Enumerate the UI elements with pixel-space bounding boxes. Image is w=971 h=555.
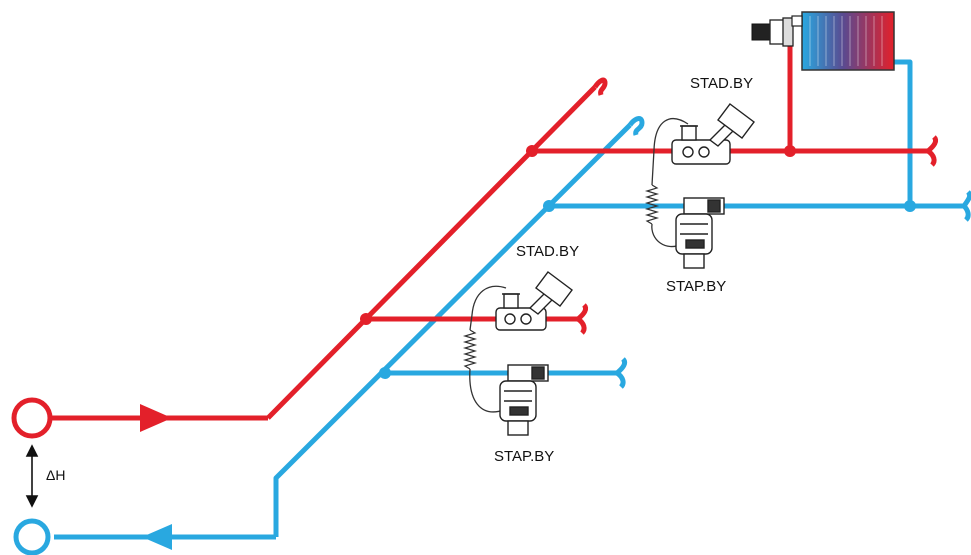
- supply-pipes: [52, 19, 939, 421]
- supply-junction-radiator: [784, 145, 796, 157]
- stad-valve-lower-icon: [495, 271, 573, 331]
- stad-label-upper: STAD.BY: [690, 75, 754, 92]
- supply-flow-arrow-icon: [140, 404, 172, 432]
- stap-label-lower: STAP.BY: [494, 448, 555, 465]
- supply-junction-lower: [360, 313, 372, 325]
- return-junction-lower: [379, 367, 391, 379]
- supply-riser-end: [592, 77, 608, 96]
- delta-h-label: ΔH: [46, 467, 66, 483]
- delta-h-arrow-icon: [25, 444, 39, 508]
- stap-label-upper: STAP.BY: [666, 278, 727, 295]
- supply-junction-upper: [526, 145, 538, 157]
- return-pipes: [54, 59, 971, 540]
- stap-valve-lower-icon: [499, 364, 549, 436]
- return-junction-upper: [543, 200, 555, 212]
- return-flow-arrow-icon: [142, 524, 172, 550]
- junctions: [360, 145, 916, 379]
- return-source-circle: [13, 518, 51, 555]
- return-riser-end: [627, 116, 645, 136]
- stap-valve-upper-icon: [675, 197, 725, 269]
- radiator-icon: [801, 11, 895, 71]
- stad-valve-upper-icon: [671, 103, 755, 165]
- supply-source-circle: [11, 397, 53, 439]
- thermostatic-head-icon: [751, 15, 803, 47]
- radiator-return-line: [888, 59, 913, 206]
- stad-label-lower: STAD.BY: [516, 243, 580, 260]
- return-main-riser: [273, 123, 632, 537]
- supply-branch-lower-end: [576, 303, 589, 335]
- return-branch-upper-end: [961, 190, 971, 222]
- capillary-tube-lower: [462, 285, 507, 413]
- return-junction-radiator: [904, 200, 916, 212]
- supply-branch-upper-end: [926, 135, 939, 167]
- return-branch-lower-end: [615, 357, 628, 389]
- supply-main-riser: [266, 85, 597, 420]
